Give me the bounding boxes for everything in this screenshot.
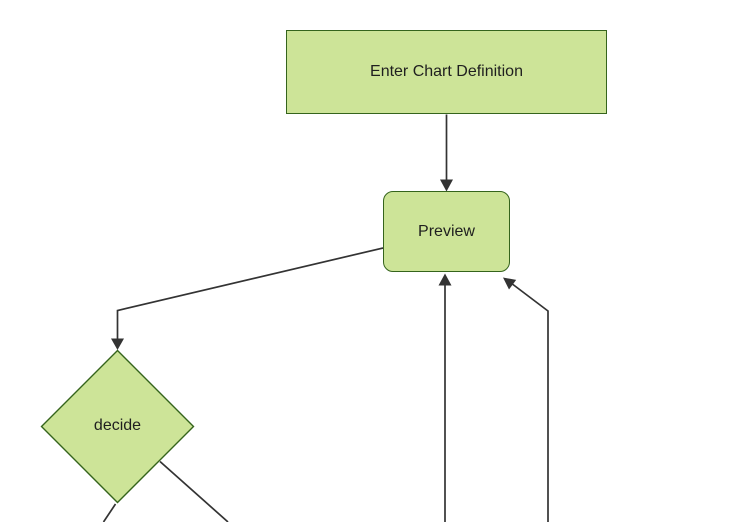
edge-enter-chart-definition-to-preview [440, 114, 453, 192]
edge-decide-to-offscreen-right [159, 460, 229, 522]
node-preview: Preview [383, 191, 510, 272]
decide-node-shape [40, 349, 195, 504]
node-enter-chart-definition-label: Enter Chart Definition [370, 63, 523, 81]
edge-bottom-center-to-preview [438, 273, 452, 522]
node-enter-chart-definition: Enter Chart Definition [286, 30, 607, 114]
node-decide-label: decide [93, 417, 142, 434]
edge-preview-to-decide [111, 247, 384, 350]
edge-decide-to-offscreen-left [102, 503, 117, 522]
edge-bottom-right-to-preview [503, 277, 549, 522]
node-preview-label: Preview [418, 222, 475, 240]
